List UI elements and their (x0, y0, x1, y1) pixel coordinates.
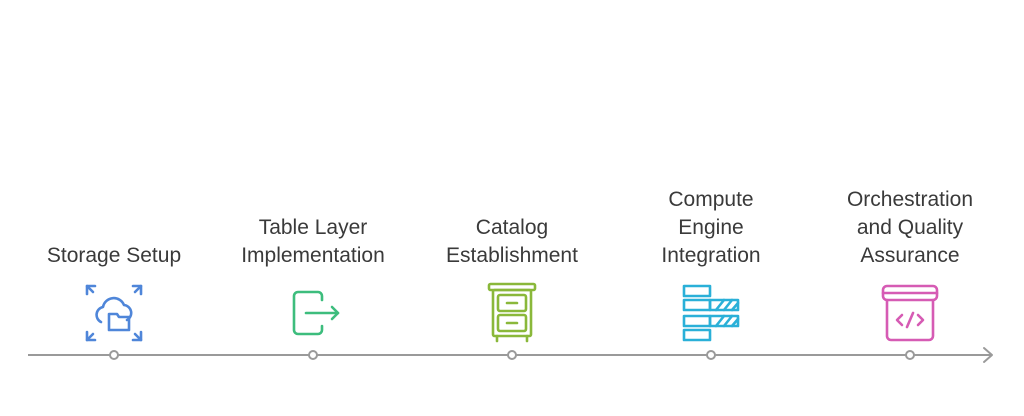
step-3: Catalog Establishment (422, 170, 602, 270)
timeline-node-3 (507, 350, 517, 360)
timeline-node-2 (308, 350, 318, 360)
step-1: Storage Setup (24, 170, 204, 270)
filing-cabinet-icon (487, 282, 537, 343)
sign-out-arrow-icon (292, 290, 340, 336)
step-5: Orchestration and Quality Assurance (820, 170, 1000, 270)
timeline-node-1 (109, 350, 119, 360)
step-2: Table Layer Implementation (223, 170, 403, 270)
step-5-label: Orchestration and Quality Assurance (846, 188, 974, 267)
stacked-bars-icon (682, 284, 740, 342)
step-3-label: Catalog Establishment (446, 216, 578, 267)
code-box-icon (881, 284, 939, 342)
step-2-label: Table Layer Implementation (241, 216, 385, 267)
timeline-arrowhead (983, 347, 993, 363)
timeline-node-5 (905, 350, 915, 360)
step-1-label: Storage Setup (46, 244, 182, 267)
cloud-folder-icon (85, 284, 143, 342)
step-4: Compute Engine Integration (621, 170, 801, 270)
timeline-node-4 (706, 350, 716, 360)
step-4-label: Compute Engine Integration (661, 188, 761, 267)
